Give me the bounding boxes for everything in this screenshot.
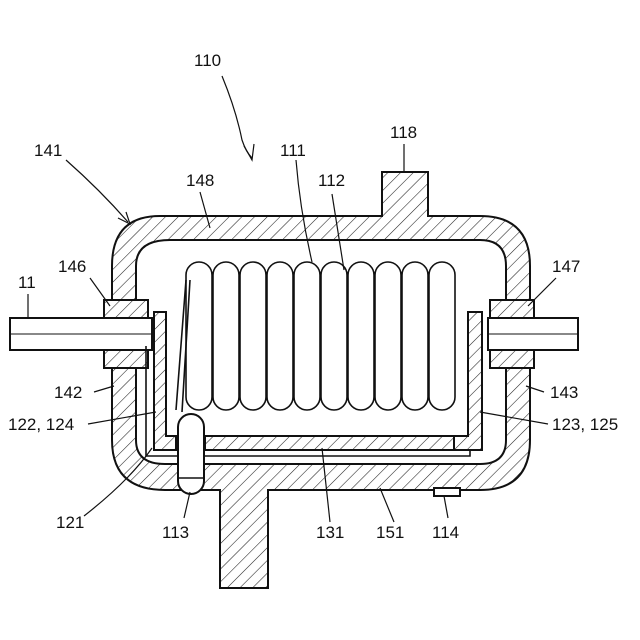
label-146: 146 [58, 257, 86, 276]
label-122-124: 122, 124 [8, 415, 74, 434]
leader-114 [444, 496, 448, 518]
coil-turn [402, 262, 428, 410]
leader-147 [528, 278, 556, 306]
coil-turn [321, 262, 347, 410]
coil-turn [294, 262, 320, 410]
label-151: 151 [376, 523, 404, 542]
coil-turn [240, 262, 266, 410]
label-114: 114 [432, 523, 459, 542]
coil-turn [267, 262, 293, 410]
coil-112 [186, 262, 455, 410]
leader-141 [66, 160, 128, 222]
label-11: 11 [18, 273, 36, 292]
coil-turn [429, 262, 455, 410]
leader-110 [222, 76, 252, 158]
label-123-125: 123, 125 [552, 415, 618, 434]
label-142: 142 [54, 383, 82, 402]
leader-146 [90, 278, 110, 306]
label-111: 111 [280, 141, 306, 160]
base-plate-131 [205, 436, 460, 450]
label-147: 147 [552, 257, 580, 276]
coil-turn [348, 262, 374, 410]
label-110: 110 [194, 51, 221, 70]
label-118: 118 [390, 123, 417, 142]
leader-113 [184, 492, 190, 518]
label-121: 121 [56, 513, 84, 532]
bracket-123-125 [454, 312, 482, 450]
terminal-114 [434, 488, 460, 496]
label-141: 141 [34, 141, 62, 160]
arrow-110 [244, 144, 254, 160]
label-143: 143 [550, 383, 578, 402]
leader-151 [380, 488, 394, 522]
label-112: 112 [318, 171, 345, 190]
leader-111 [296, 160, 312, 262]
terminal-pin-113 [178, 414, 204, 494]
label-131: 131 [316, 523, 344, 542]
label-113: 113 [162, 523, 189, 542]
coil-turn [213, 262, 239, 410]
label-148: 148 [186, 171, 214, 190]
coil-turn [375, 262, 401, 410]
